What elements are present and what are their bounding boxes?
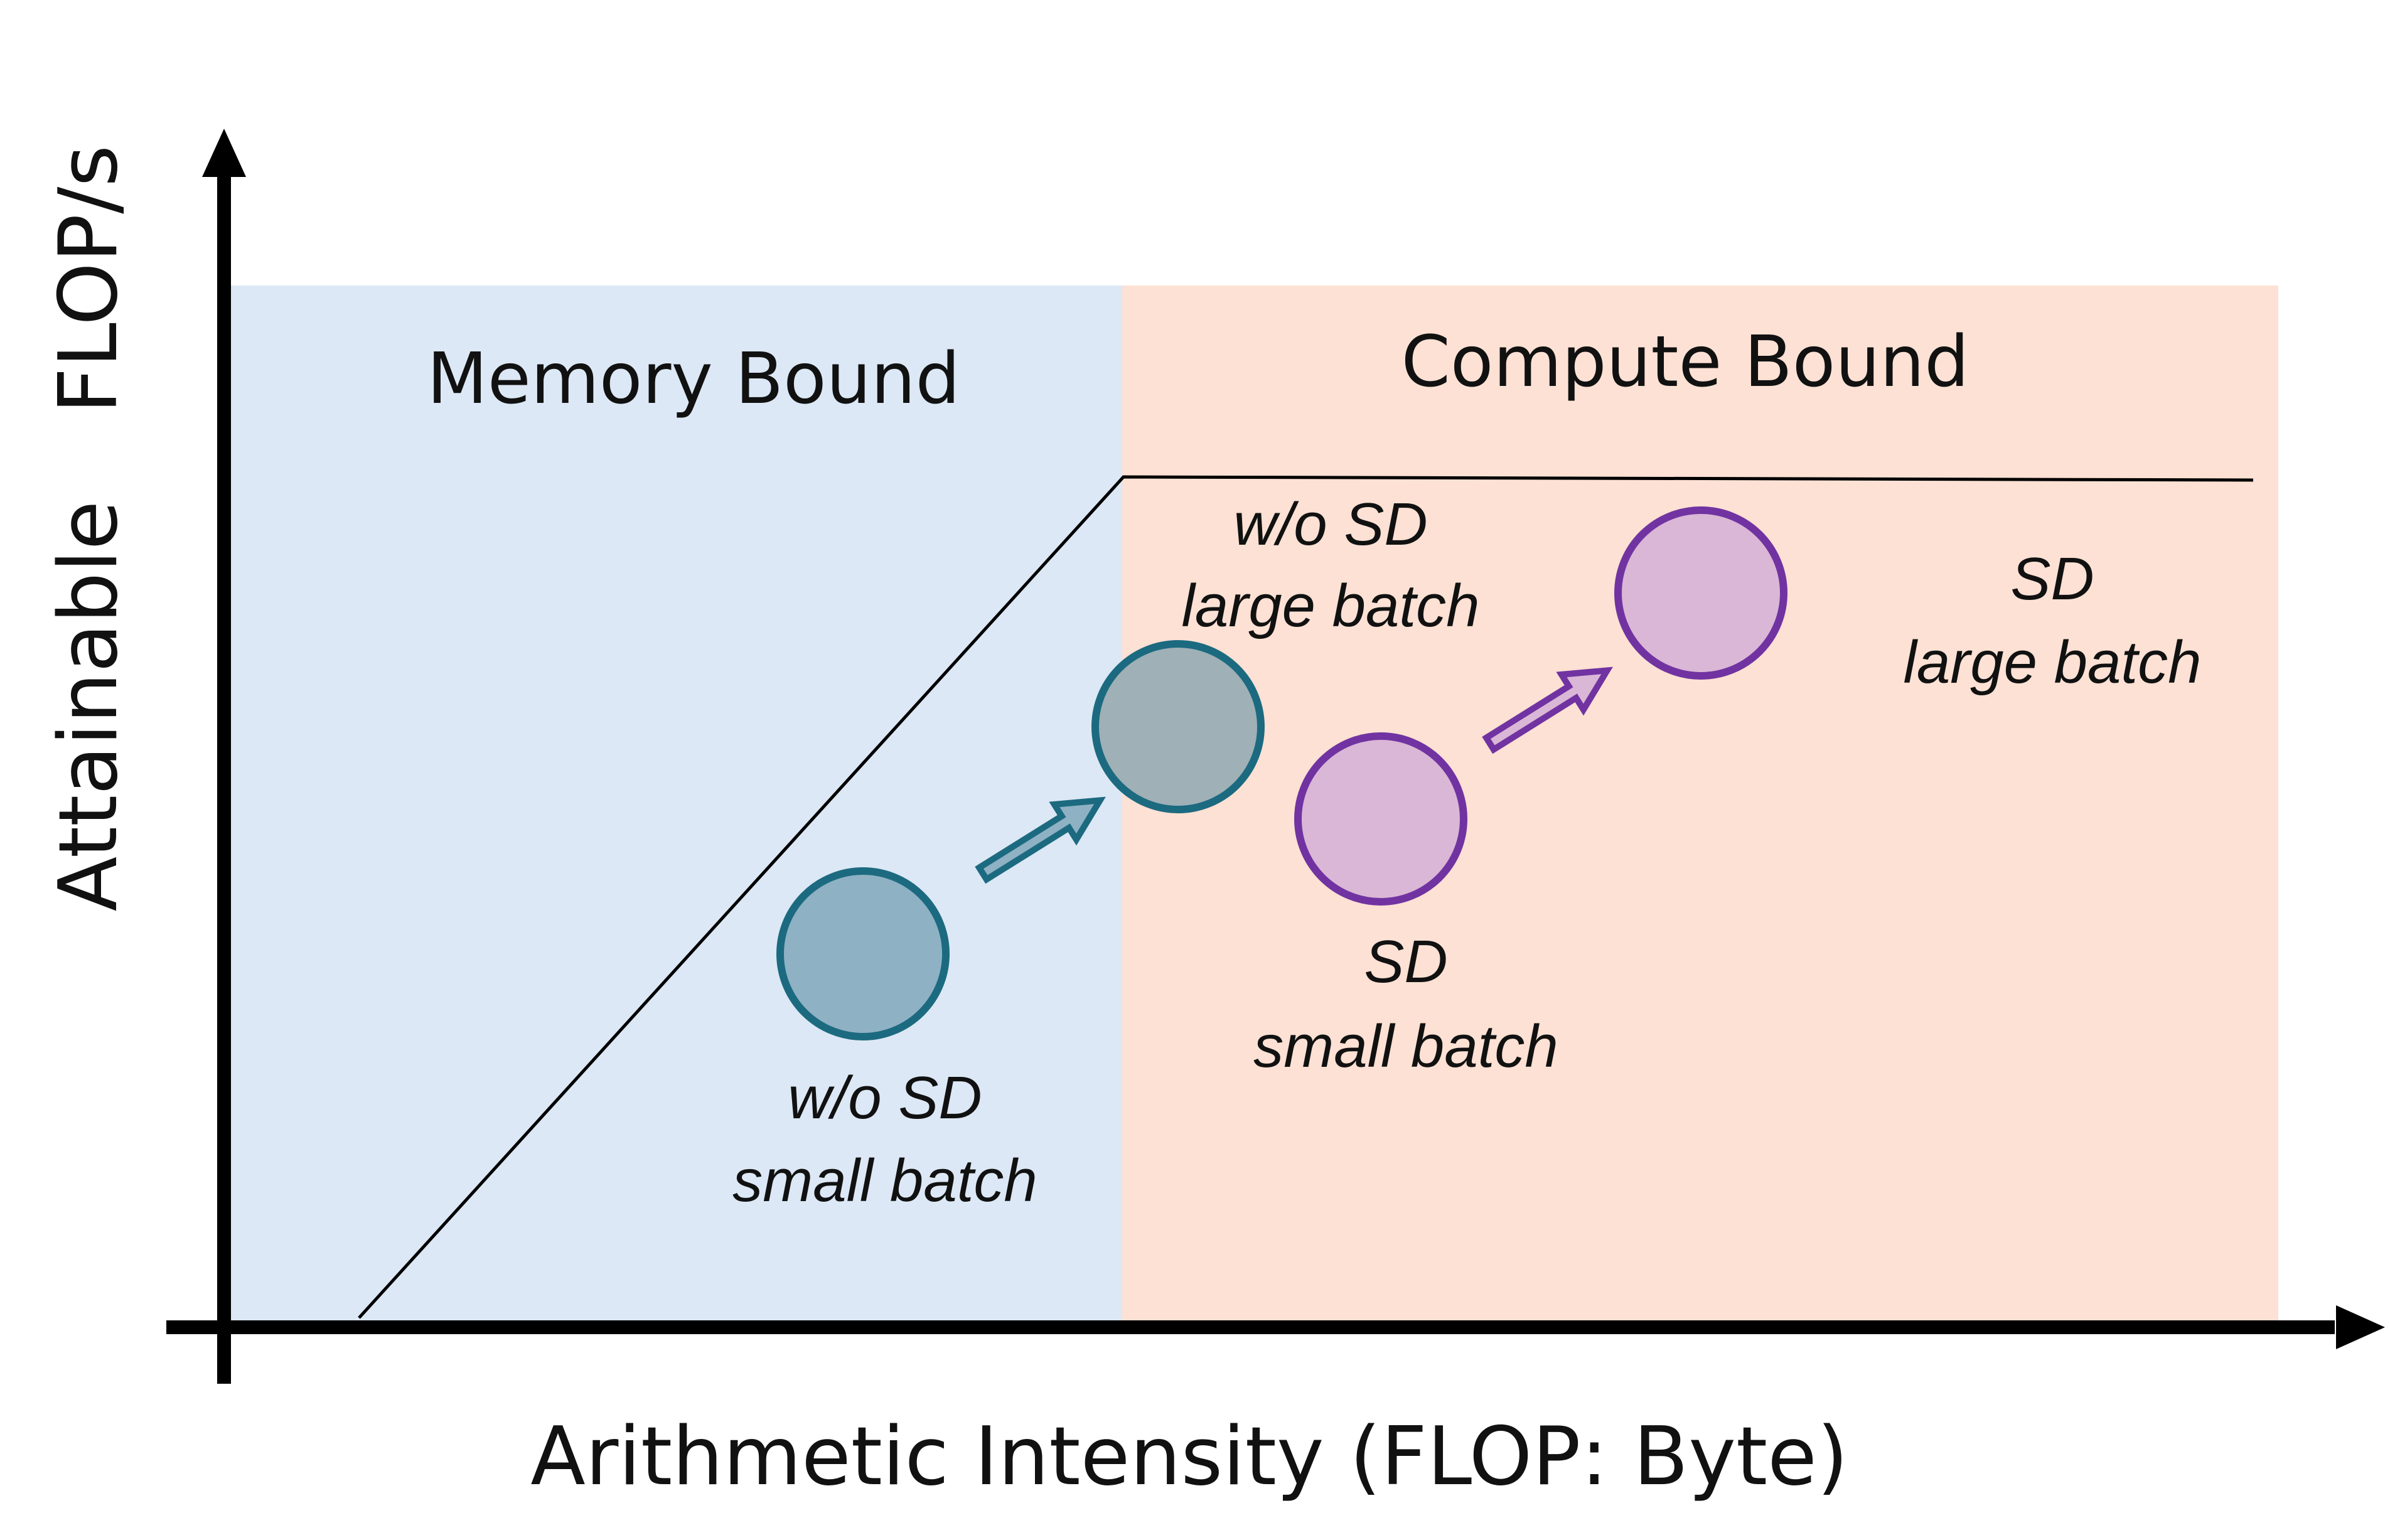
wo-sd-large-label-line1: w/o SD	[1233, 491, 1427, 558]
wo-sd-small-batch-point	[776, 867, 950, 1040]
roofline-curve	[358, 475, 2254, 1319]
sd-small-batch-point	[1294, 732, 1467, 906]
sd-small-label-line2: small batch	[1253, 1013, 1558, 1080]
compute-bound-title: Compute Bound	[1401, 321, 1969, 403]
y-axis-title-flops: FLOP/s	[42, 145, 136, 414]
x-axis-title: Arithmetic Intensity (FLOP: Byte)	[530, 1410, 1848, 1504]
wo-sd-large-label-line2: large batch	[1182, 572, 1480, 639]
sd-large-label-line1: SD	[2010, 545, 2094, 612]
memory-bound-region	[231, 286, 1122, 1321]
y-axis-arrowhead	[202, 129, 246, 177]
wo-sd-small-label-line2: small batch	[732, 1147, 1037, 1214]
y-axis-title-attainable: Attainable	[42, 501, 136, 912]
sd-small-label-line1: SD	[1364, 928, 1447, 995]
x-axis-arrowhead	[2336, 1305, 2385, 1349]
wo-sd-large-batch-point	[1091, 640, 1265, 813]
sd-large-label-line2: large batch	[1904, 629, 2202, 696]
sd-large-batch-point	[1614, 506, 1787, 680]
wo-sd-small-label-line1: w/o SD	[788, 1064, 982, 1131]
memory-bound-title: Memory Bound	[427, 338, 960, 420]
sd-transition-arrow	[1482, 666, 1613, 754]
wo-sd-transition-arrow	[975, 796, 1106, 884]
